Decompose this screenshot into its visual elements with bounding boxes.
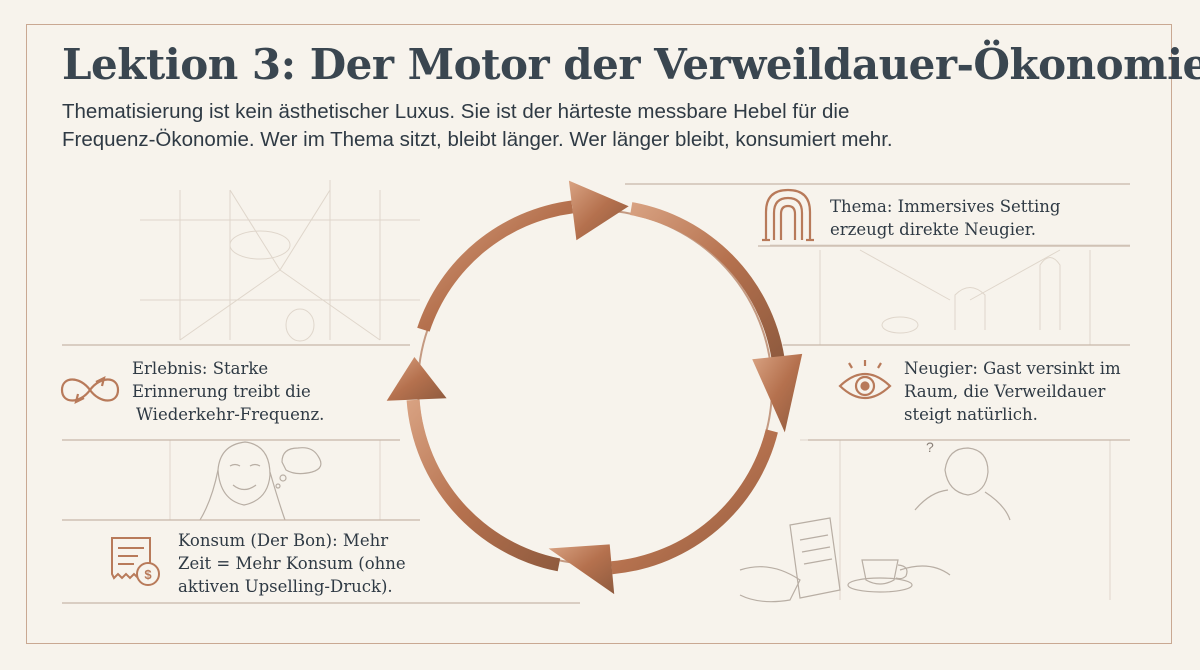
label-line: Konsum (Der Bon): Mehr <box>178 531 389 550</box>
label-line: Erinnerung treibt die <box>132 382 311 401</box>
label-line: aktiven Upselling-Druck). <box>178 577 393 596</box>
label-line: Raum, die Verweildauer <box>904 382 1106 401</box>
subtitle-line: Frequenz-Ökonomie. Wer im Thema sitzt, b… <box>62 128 893 151</box>
arrow-erlebnis-to-thema <box>417 180 629 332</box>
page-title: Lektion 3: Der Motor der Verweildauer-Ök… <box>62 40 1200 89</box>
cycle-arrows <box>386 180 803 595</box>
label-line: erzeugt direkte Neugier. <box>830 220 1037 239</box>
cycle-label-erlebnis: Erlebnis: Starke Erinnerung treibt die W… <box>132 357 324 426</box>
arrow-konsum-to-erlebnis <box>386 357 561 572</box>
label-line: Wiederkehr-Frequenz. <box>136 405 325 424</box>
label-line: Neugier: Gast versinkt im <box>904 359 1121 378</box>
woman-thinking-sketch <box>199 441 322 521</box>
background-sketch <box>140 180 1130 600</box>
page-subtitle: Thematisierung ist kein ästhetischer Lux… <box>62 98 1062 154</box>
eye-icon <box>838 360 892 400</box>
cycle-label-neugier: Neugier: Gast versinkt im Raum, die Verw… <box>904 357 1121 426</box>
label-line: Erlebnis: Starke <box>132 359 269 378</box>
arch-icon <box>762 188 814 242</box>
infinity-loop-icon <box>60 375 120 405</box>
page-frame <box>26 24 1172 644</box>
svg-text:?: ? <box>926 439 934 455</box>
label-line: Zeit = Mehr Konsum (ohne <box>178 554 406 573</box>
receipt-coin-icon: $ <box>111 537 160 586</box>
arrow-neugier-to-konsum <box>548 429 778 595</box>
divider-lines <box>62 183 1130 604</box>
label-line: Thema: Immersives Setting <box>830 197 1061 216</box>
svg-text:$: $ <box>144 567 152 582</box>
cycle-label-thema: Thema: Immersives Setting erzeugt direkt… <box>830 195 1060 241</box>
label-line: steigt natürlich. <box>904 405 1038 424</box>
cycle-label-konsum: Konsum (Der Bon): Mehr Zeit = Mehr Konsu… <box>178 529 406 598</box>
man-thinking-sketch: ? <box>914 439 1011 521</box>
receipt-coffee-sketch <box>739 517 951 603</box>
subtitle-line: Thematisierung ist kein ästhetischer Lux… <box>62 100 850 123</box>
arrow-thema-to-neugier <box>630 202 803 433</box>
